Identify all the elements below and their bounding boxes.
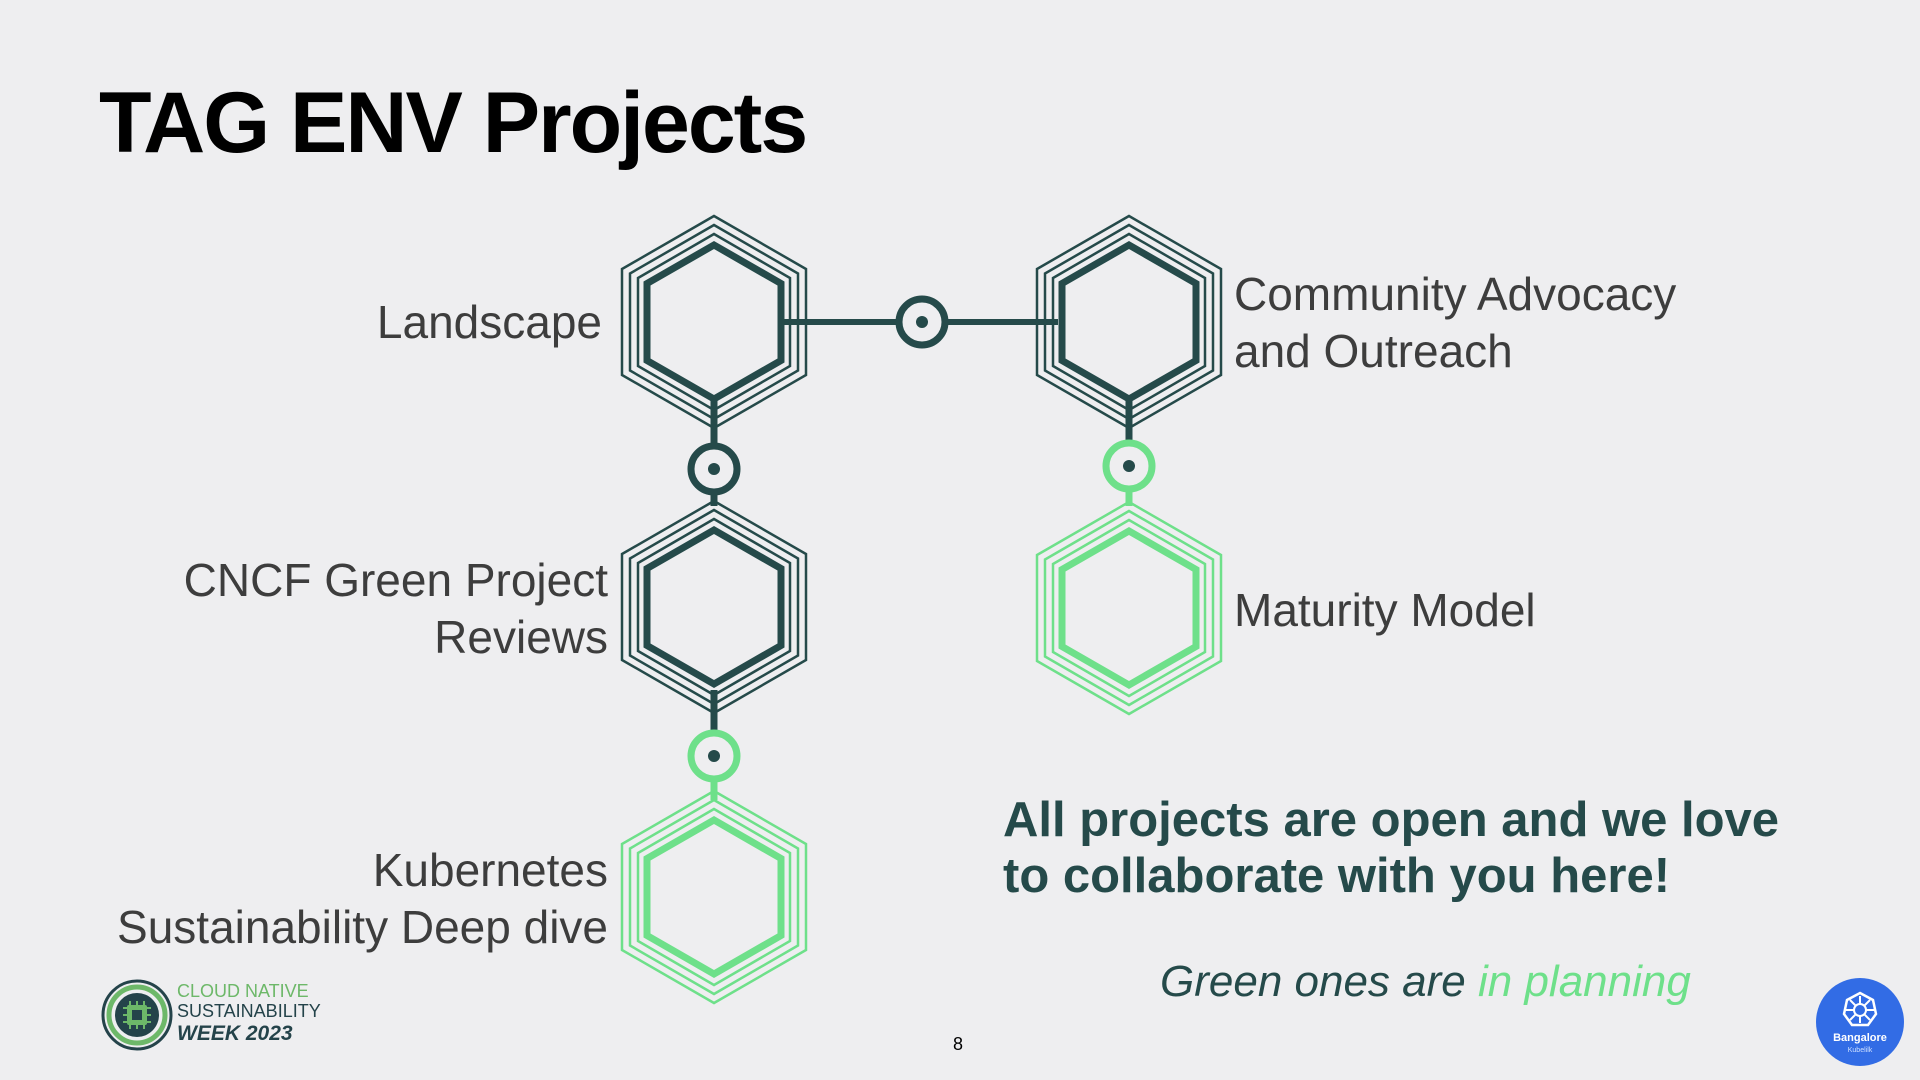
event-logo-line2: SUSTAINABILITY bbox=[177, 1001, 321, 1021]
project-label-line: Reviews bbox=[434, 611, 608, 663]
project-label-line: and Outreach bbox=[1234, 325, 1513, 377]
project-label-community: Community Advocacy and Outreach bbox=[1234, 266, 1676, 380]
project-label-line: Community Advocacy bbox=[1234, 268, 1677, 320]
kubernetes-wheel-icon bbox=[1842, 991, 1878, 1027]
city-badge-name: Bangalore bbox=[1833, 1032, 1887, 1044]
connector-dot-icon bbox=[895, 295, 949, 349]
hexagon-node-icon-maturity bbox=[1035, 500, 1223, 716]
page-number: 8 bbox=[953, 1034, 964, 1054]
legend-note-highlight: in planning bbox=[1477, 957, 1691, 1006]
project-label-line: Sustainability Deep dive bbox=[117, 901, 608, 953]
hexagon-node-icon-cncf-reviews bbox=[620, 499, 808, 715]
connector-dot-icon bbox=[687, 729, 741, 783]
event-logo-line3: WEEK 2023 bbox=[177, 1022, 293, 1045]
legend-note-prefix: Green ones are bbox=[1160, 957, 1466, 1006]
connector-dot-icon bbox=[1102, 439, 1156, 493]
slide-title: TAG ENV Projects bbox=[99, 75, 808, 171]
hexagon-node-icon-k8s-deep-dive bbox=[620, 789, 808, 1005]
project-label-line: Kubernetes bbox=[372, 844, 608, 896]
legend-note: Green ones are in planning bbox=[1160, 957, 1691, 1007]
callout-line: to collaborate with you here! bbox=[1003, 849, 1671, 903]
connector-dot-icon bbox=[687, 442, 741, 496]
event-logo: CLOUD NATIVE SUSTAINABILITY WEEK 2023 bbox=[101, 979, 341, 1051]
city-badge: Bangalore Kubelilk bbox=[1815, 977, 1905, 1067]
project-label-cncf-reviews: CNCF Green Project Reviews bbox=[184, 552, 608, 666]
collaboration-callout: All projects are open and we love to col… bbox=[1003, 792, 1779, 904]
hexagon-node-icon-community bbox=[1035, 214, 1223, 430]
project-label-k8s-deep-dive: Kubernetes Sustainability Deep dive bbox=[117, 842, 608, 956]
project-label-maturity: Maturity Model bbox=[1234, 584, 1536, 636]
hexagon-node-icon-landscape bbox=[620, 214, 808, 430]
project-label-line: CNCF Green Project bbox=[183, 554, 608, 606]
chip-emblem-icon bbox=[101, 979, 173, 1051]
project-label-landscape: Landscape bbox=[376, 296, 602, 348]
event-logo-line1: CLOUD NATIVE bbox=[177, 981, 309, 1001]
city-badge-sub: Kubelilk bbox=[1848, 1047, 1873, 1054]
callout-line: All projects are open and we love bbox=[1003, 793, 1780, 847]
